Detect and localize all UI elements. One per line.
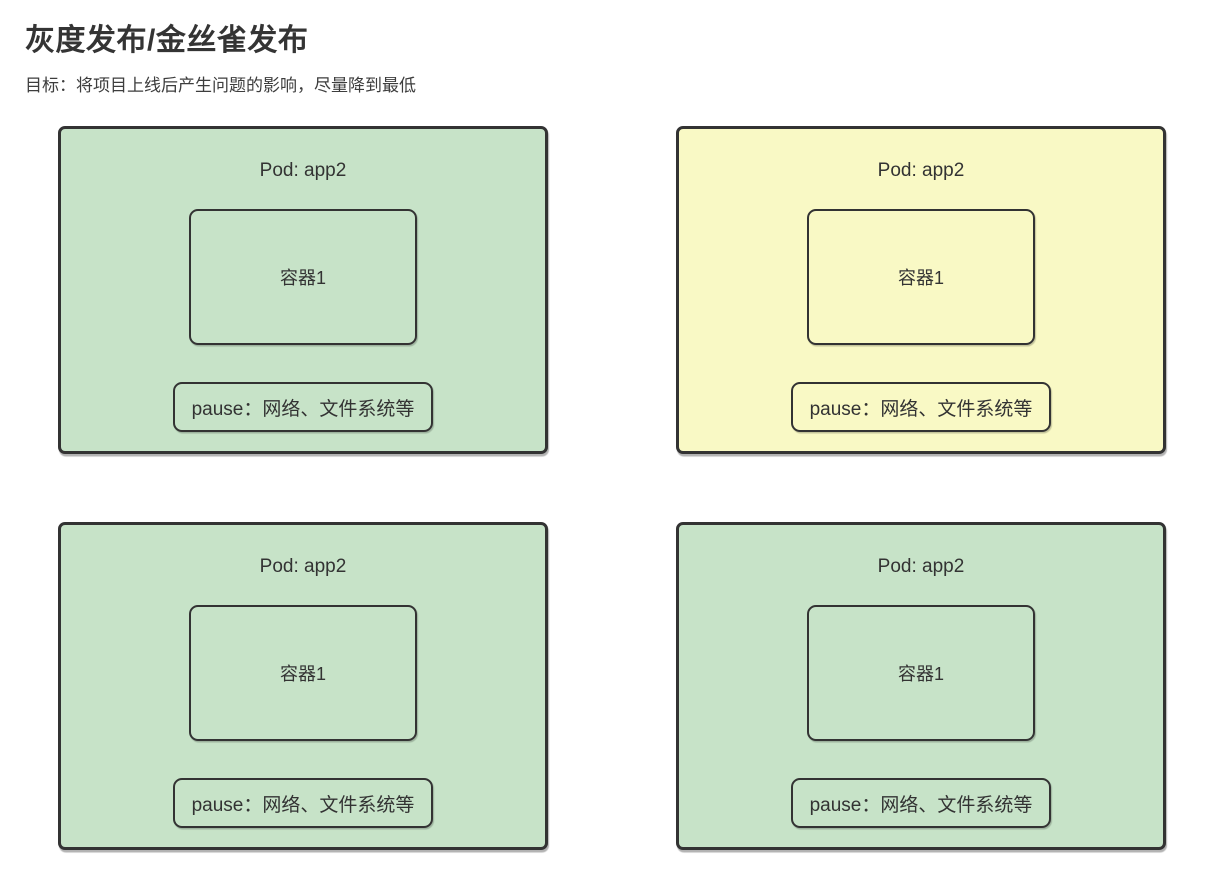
pod-title: Pod: app2 [259,556,347,577]
pod-title: Pod: app2 [259,160,347,181]
pause-label: pause：网络、文件系统等 [809,794,1033,816]
pod-card-bottom-right: Pod: app2 容器1 pause：网络、文件系统等 [676,522,1166,850]
pause-box: pause：网络、文件系统等 [172,778,434,828]
pause-label: pause：网络、文件系统等 [191,398,415,420]
page-header: 灰度发布/金丝雀发布 目标：将项目上线后产生问题的影响，尽量降到最低 [0,0,1208,96]
pause-label: pause：网络、文件系统等 [191,794,415,816]
pod-card-bottom-left: Pod: app2 容器1 pause：网络、文件系统等 [58,522,548,850]
container-label: 容器1 [897,664,944,684]
container-label: 容器1 [279,268,326,288]
page-subtitle: 目标：将项目上线后产生问题的影响，尽量降到最低 [25,76,416,95]
container-box: 容器1 [807,605,1035,741]
container-box: 容器1 [189,209,417,345]
container-box: 容器1 [807,209,1035,345]
page-title: 灰度发布/金丝雀发布 [25,24,309,57]
container-label: 容器1 [279,664,326,684]
container-label: 容器1 [897,268,944,288]
pod-grid: Pod: app2 容器1 pause：网络、文件系统等 Pod: app2 容… [58,126,1208,850]
pod-card-top-left: Pod: app2 容器1 pause：网络、文件系统等 [58,126,548,454]
container-box: 容器1 [189,605,417,741]
pod-title: Pod: app2 [877,556,965,577]
pause-box: pause：网络、文件系统等 [172,382,434,432]
pod-title: Pod: app2 [877,160,965,181]
pause-box: pause：网络、文件系统等 [790,382,1052,432]
pause-box: pause：网络、文件系统等 [790,778,1052,828]
pod-card-top-right: Pod: app2 容器1 pause：网络、文件系统等 [676,126,1166,454]
pause-label: pause：网络、文件系统等 [809,398,1033,420]
